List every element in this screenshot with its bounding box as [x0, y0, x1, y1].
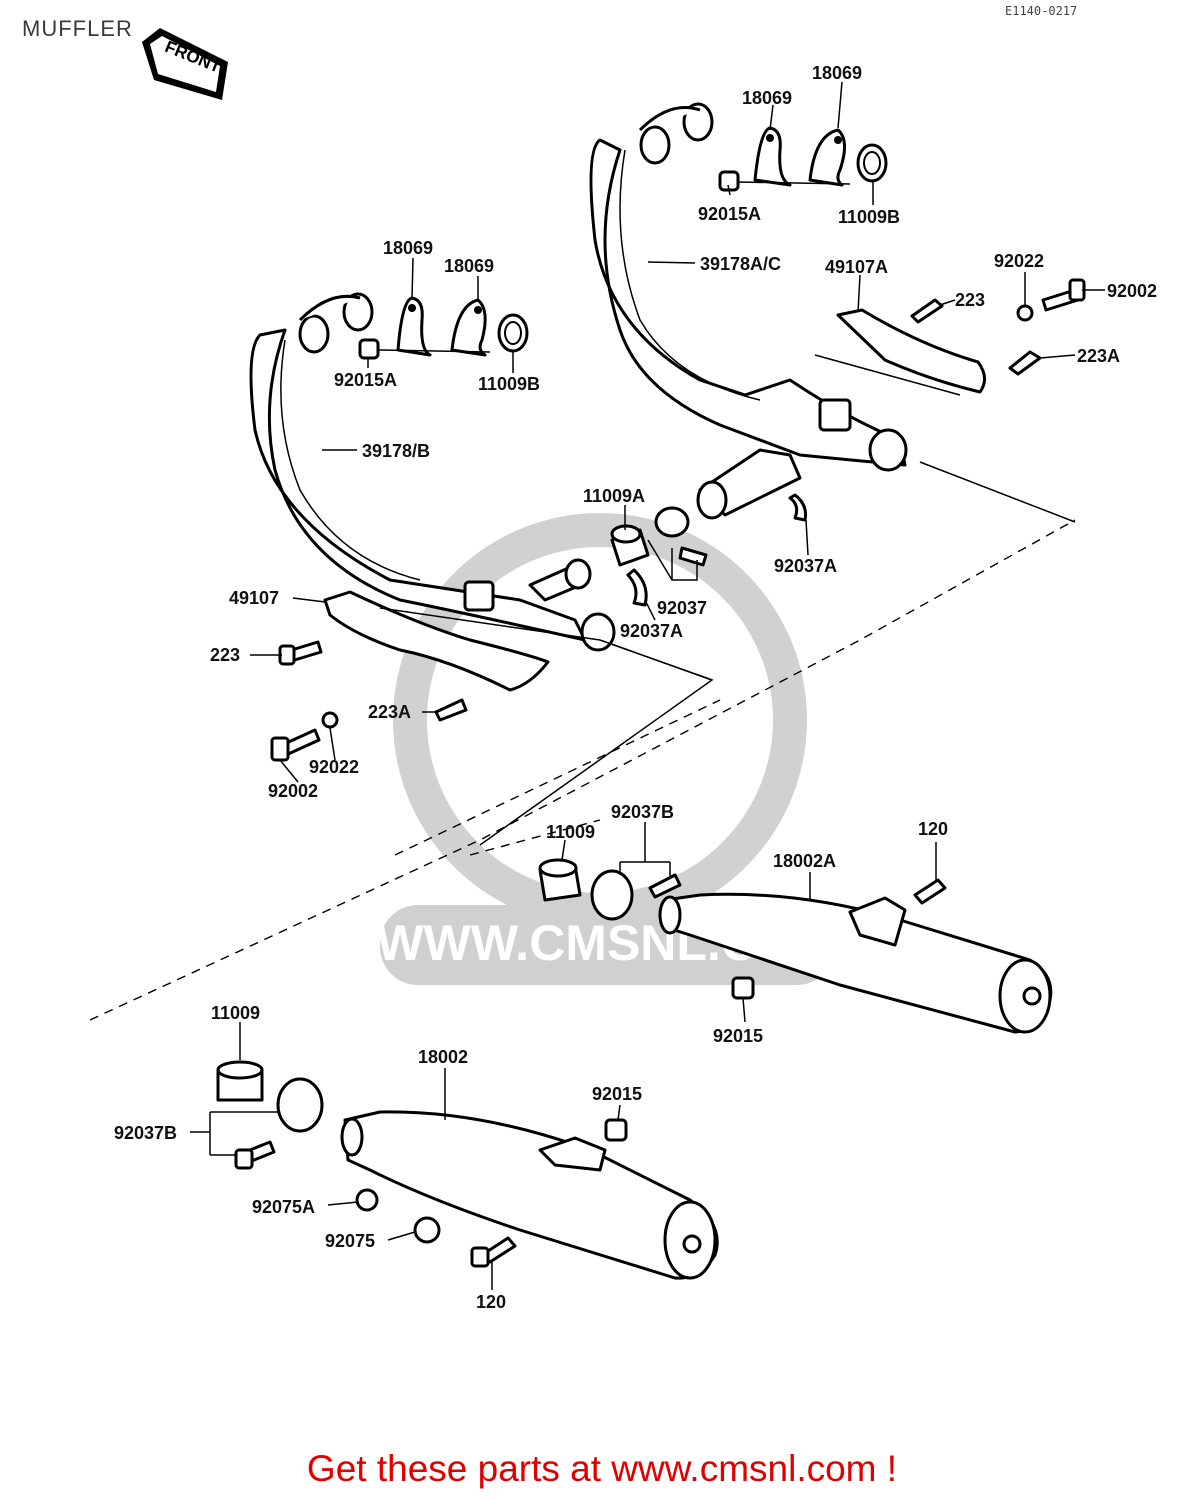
muffler-18002	[340, 1110, 719, 1280]
label-18069-right-1: 18069	[742, 88, 792, 108]
grommet-92075	[413, 1216, 441, 1244]
label-11009A: 11009A	[583, 486, 645, 506]
label-11009-left: 11009	[211, 1003, 260, 1023]
gasket-11009-right	[538, 858, 582, 902]
label-49107A: 49107A	[825, 257, 888, 277]
label-92037A-right: 92037A	[774, 556, 837, 576]
label-92037: 92037	[657, 598, 707, 618]
page-title: MUFFLER	[22, 16, 133, 41]
label-18069-right-2: 18069	[812, 63, 862, 83]
clamp-18069-left-1	[396, 296, 432, 357]
gasket-11009B-left	[497, 313, 529, 353]
bolt-92037	[678, 546, 708, 567]
bolt-120-right	[913, 878, 947, 905]
bolt-92037B-left	[234, 1140, 276, 1170]
label-92075A: 92075A	[252, 1197, 315, 1217]
front-arrow-icon: FRONT	[142, 28, 228, 100]
label-11009-right: 11009	[546, 822, 595, 842]
label-92037B-left: 92037B	[114, 1123, 177, 1143]
label-92037A-left: 92037A	[620, 621, 683, 641]
label-92015-left: 92015	[592, 1084, 642, 1104]
part-labels: 18069 18069 92015A 11009B 39178A/C 49107…	[114, 63, 1157, 1312]
exhaust-pipe-left	[249, 292, 616, 652]
clamp-92037A-left	[626, 568, 648, 607]
label-120-right: 120	[918, 819, 948, 839]
muffler-18002A	[658, 892, 1053, 1034]
label-92075: 92075	[325, 1231, 375, 1251]
clamp-18069-right-1	[753, 126, 792, 187]
bolt-223A-left	[434, 698, 468, 722]
washer-92022-right	[1016, 304, 1034, 322]
label-223A-left: 223A	[368, 702, 411, 722]
exploded-parts-diagram: WWW.CMSNL.COM FRONT	[89, 28, 1157, 1312]
heat-guard-49107	[323, 590, 713, 692]
label-18069-left-1: 18069	[383, 238, 433, 258]
clamp-92037	[654, 506, 690, 538]
heat-guard-49107A	[814, 308, 986, 396]
clamp-92037A-right	[788, 493, 807, 522]
footer-link[interactable]: Get these parts at www.cmsnl.com !	[306, 1448, 898, 1489]
bolt-223-right	[910, 298, 944, 324]
label-18002A: 18002A	[773, 851, 836, 871]
washer-92022-left	[321, 711, 339, 729]
bolt-92002-left	[270, 728, 321, 762]
label-92022-left: 92022	[309, 757, 359, 777]
label-92015A-left: 92015A	[334, 370, 397, 390]
leader-lines	[190, 81, 1105, 1290]
label-223A-right: 223A	[1077, 346, 1120, 366]
bolt-92037B-right	[648, 873, 682, 899]
grommet-92075A	[355, 1188, 379, 1212]
clamp-92037B-left	[276, 1077, 324, 1133]
nut-92015-right	[731, 976, 755, 1000]
label-92022-right: 92022	[994, 251, 1044, 271]
bolt-223-left	[278, 640, 323, 666]
label-92015-right: 92015	[713, 1026, 763, 1046]
label-223-left: 223	[210, 645, 240, 665]
label-92015A-right: 92015A	[698, 204, 761, 224]
label-49107: 49107	[229, 588, 279, 608]
reference-code: E1140-0217	[1005, 4, 1078, 18]
label-92002-right: 92002	[1107, 281, 1157, 301]
exhaust-pipe-right	[589, 102, 908, 520]
label-39178B: 39178/B	[362, 441, 430, 461]
label-18069-left-2: 18069	[444, 256, 494, 276]
label-92002-left: 92002	[268, 781, 318, 801]
bolt-120-left	[470, 1236, 517, 1268]
label-39178AC: 39178A/C	[700, 254, 781, 274]
label-11009B-left: 11009B	[478, 374, 540, 394]
bolt-92002-right	[1041, 278, 1086, 312]
clamp-92037B-right	[590, 869, 634, 921]
nut-92015A-left	[358, 338, 491, 360]
bolt-223A-right	[1008, 350, 1042, 376]
label-92037B-right: 92037B	[611, 802, 674, 822]
gasket-11009B-right	[856, 143, 888, 183]
clamp-18069-left-2	[450, 298, 487, 357]
label-11009B-right: 11009B	[838, 207, 900, 227]
label-18002: 18002	[418, 1047, 468, 1067]
label-223-right: 223	[955, 290, 985, 310]
gasket-11009-left	[216, 1060, 264, 1102]
gasket-11009A	[610, 524, 650, 567]
nut-92015-left	[604, 1118, 628, 1142]
label-120-left: 120	[476, 1292, 506, 1312]
clamp-18069-right-2	[808, 128, 846, 187]
